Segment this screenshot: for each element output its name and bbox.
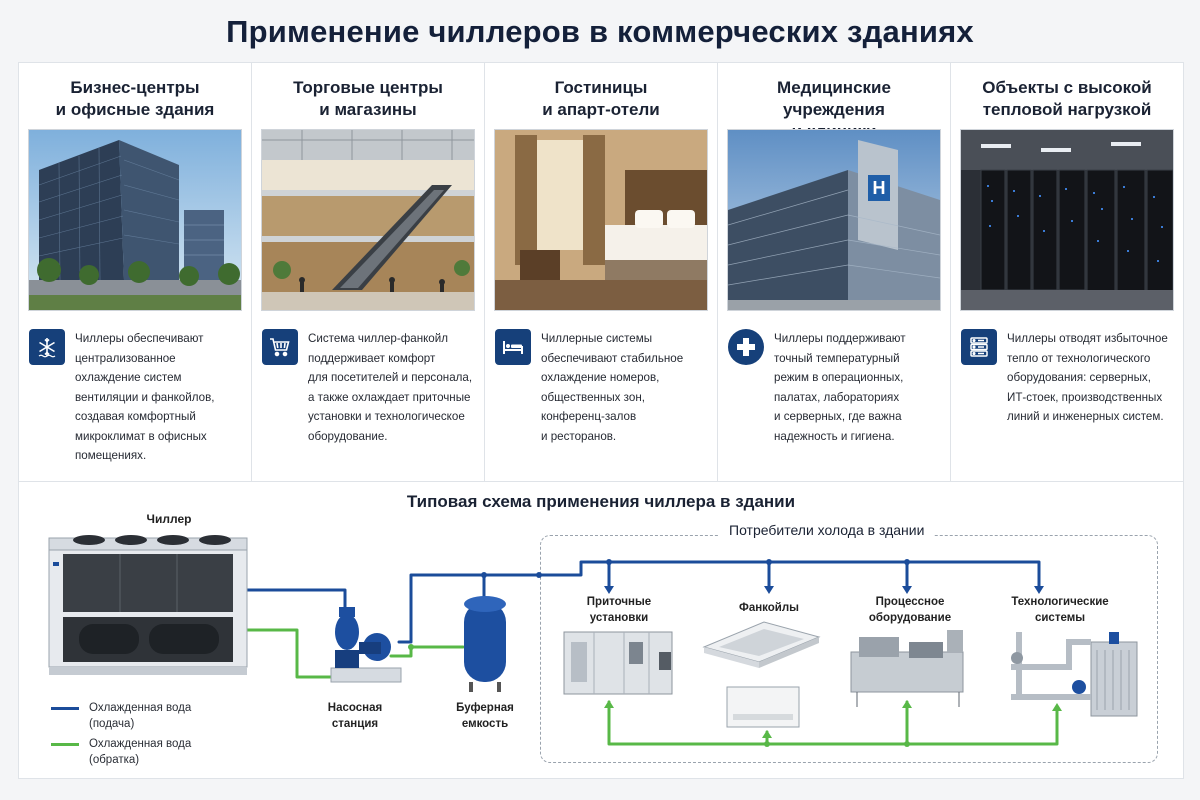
chiller-scheme-panel: Типовая схема применения чиллера в здани… (18, 481, 1184, 779)
bed-icon (495, 329, 531, 365)
card-title: Торговые центры и магазины (293, 78, 443, 119)
svg-text:H: H (873, 178, 886, 198)
card-shopping-centers: Торговые центры и магазины (252, 63, 485, 481)
page-title: Применение чиллеров в коммерческих здани… (226, 14, 974, 49)
chiller-label: Чиллер (146, 512, 192, 526)
consumer-label-ahu: Приточные установки (586, 596, 652, 624)
card-title: Гостиницы и апарт-отели (542, 78, 660, 119)
server-room-image (960, 129, 1174, 311)
medical-cross-icon (728, 329, 764, 365)
card-body: Чиллерные системы обеспечивают стабильно… (495, 329, 707, 446)
card-high-heat-load: Объекты с высокой тепловой нагрузкой (951, 63, 1183, 481)
shopping-mall-image (261, 129, 475, 311)
shopping-cart-icon (262, 329, 298, 365)
return-pipe-main (607, 700, 1059, 746)
card-body: Чиллеры отводят избыточное тепло от техн… (961, 329, 1173, 427)
application-cards: Бизнес-центры и офисные здания (18, 62, 1184, 482)
card-body: Чиллеры обеспечивают централизованное ох… (29, 329, 241, 466)
card-hotels: Гостиницы и апарт-отели (485, 63, 718, 481)
wall-fancoil-image (726, 686, 800, 728)
chiller-unit (48, 535, 248, 675)
consumer-label-tech-systems: Технологические системы (1011, 596, 1109, 624)
process-equipment-image (850, 630, 964, 707)
card-description: Чиллеры поддерживают точный температурны… (774, 332, 906, 443)
buffer-tank-label: Буферная емкость (456, 702, 514, 730)
legend-return-swatch (51, 743, 79, 746)
legend-supply-label: Охлажденная вода (подача) (89, 702, 192, 730)
card-business-centers: Бизнес-центры и офисные здания (19, 63, 252, 481)
snowflake-icon (29, 329, 65, 365)
return-pipes (245, 628, 1059, 746)
legend-supply: Охлажденная вода (подача) (51, 700, 191, 732)
legend-return: Охлажденная вода (обратка) (51, 736, 191, 768)
business-center-image (28, 129, 242, 311)
card-description: Чиллеры отводят избыточное тепло от техн… (1007, 332, 1168, 423)
buffer-tank (464, 596, 506, 692)
consumer-label-process: Процессное оборудование (868, 596, 952, 624)
card-body: Система чиллер-фанкойл поддерживает комф… (262, 329, 474, 446)
consumers-title: Потребители холода в здании (719, 522, 935, 538)
card-description: Чиллерные системы обеспечивают стабильно… (541, 332, 684, 443)
card-description: Чиллеры обеспечивают централизованное ох… (75, 332, 215, 462)
server-icon (961, 329, 997, 365)
card-medical: Медицинские учреждения и клиники H (718, 63, 951, 481)
scheme-diagram (48, 535, 1138, 747)
air-handling-unit-image (563, 631, 673, 695)
pump-station (330, 607, 402, 683)
card-title: Бизнес-центры и офисные здания (55, 78, 215, 119)
card-title: Медицинские учреждения и клиники (777, 78, 891, 141)
legend-supply-swatch (51, 707, 79, 710)
card-title: Объекты с высокой тепловой нагрузкой (982, 78, 1152, 119)
scheme-title: Типовая схема применения чиллера в здани… (406, 492, 796, 511)
return-pipe-chiller (245, 628, 337, 679)
pump-station-label: Насосная станция (327, 702, 383, 730)
supply-pipe-chiller-pump (245, 588, 347, 624)
heat-exchanger-image (1011, 632, 1138, 717)
legend-return-label: Охлажденная вода (обратка) (89, 738, 192, 766)
cassette-fancoil-image (702, 621, 821, 668)
hospital-image: H (727, 129, 941, 311)
return-pipe-pump-tank (389, 645, 465, 658)
hotel-room-image (494, 129, 708, 311)
supply-pipe-main (397, 560, 1041, 644)
consumer-label-fancoils: Фанкойлы (739, 602, 799, 614)
card-description: Система чиллер-фанкойл поддерживает комф… (308, 332, 473, 443)
card-body: Чиллеры поддерживают точный температурны… (728, 329, 940, 446)
